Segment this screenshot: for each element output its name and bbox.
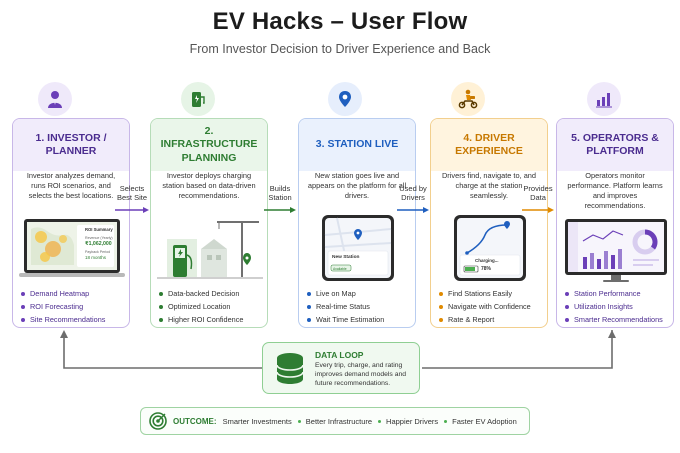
- arrow-right-icon: [522, 206, 554, 213]
- stage-description: Operators monitor performance. Platform …: [567, 171, 663, 210]
- connector-label: Builds Station: [268, 184, 292, 203]
- list-item: Rate & Report: [439, 315, 539, 324]
- stage-title: 3. STATION LIVE: [299, 119, 415, 171]
- stage-description: Investor analyzes demand, runs ROI scena…: [26, 171, 116, 200]
- connector-selects-site: Selects Best Site: [112, 184, 152, 216]
- charging-status: Charging...: [475, 258, 499, 263]
- list-item: Data-backed Decision: [159, 289, 259, 298]
- list-item: Real-time Status: [307, 302, 407, 311]
- revenue-label: Revenue (Yearly): [85, 236, 113, 240]
- connector-label: Used by Drivers: [399, 184, 427, 203]
- stage-card-operators: 5. OPERATORS & PLATFORM Operators monito…: [556, 118, 674, 328]
- stage-card-investor: 1. INVESTOR / PLANNER Investor analyzes …: [12, 118, 130, 328]
- data-loop-title: DATA LOOP: [315, 350, 364, 360]
- stage-features: Find Stations Easily Navigate with Confi…: [431, 283, 547, 324]
- stage-features: Station Performance Utilization Insights…: [557, 283, 673, 324]
- dashboard-monitor-illustration: [563, 215, 667, 283]
- list-item: Smarter Recommendations: [565, 315, 665, 324]
- list-item: Station Performance: [565, 289, 665, 298]
- connector-label: Provides Data: [523, 184, 553, 203]
- connector-builds-station: Builds Station: [262, 184, 298, 216]
- arrow-right-icon: [264, 206, 296, 213]
- battery-level: 78%: [481, 266, 492, 272]
- connector-provides-data: Provides Data: [520, 184, 556, 216]
- connector-label: Selects Best Site: [116, 184, 147, 203]
- stage-title: 2. INFRASTRUCTURE PLANNING: [151, 119, 267, 171]
- list-item: Site Recommendations: [21, 315, 121, 324]
- stage-title: 4. DRIVER EXPERIENCE: [431, 119, 547, 171]
- stage-description: Drivers find, navigate to, and charge at…: [441, 171, 537, 200]
- scooter-rider-icon: [451, 82, 485, 116]
- available-badge: Available: [333, 266, 347, 271]
- list-item: Optimized Location: [159, 302, 259, 311]
- list-item: ROI Forecasting: [21, 302, 121, 311]
- stage-features: Live on Map Real-time Status Wait Time E…: [299, 283, 415, 324]
- data-loop-text: Every trip, charge, and rating improves …: [315, 362, 407, 387]
- arrow-right-icon: [397, 206, 429, 213]
- list-item: Wait Time Estimation: [307, 315, 407, 324]
- new-station-label: New Station: [332, 255, 360, 260]
- target-icon: [149, 412, 167, 430]
- database-icon: [276, 353, 304, 384]
- list-item: Utilization Insights: [565, 302, 665, 311]
- stage-title: 5. OPERATORS & PLATFORM: [557, 119, 673, 171]
- laptop-heatmap-illustration: ROI Summary Revenue (Yearly) ₹1,062,000 …: [19, 215, 125, 283]
- outcome-item: Better Infrastructure: [297, 417, 372, 426]
- stage-title: 1. INVESTOR / PLANNER: [13, 119, 129, 171]
- ev-charger-icon: [181, 82, 215, 116]
- data-loop-box: DATA LOOP Every trip, charge, and rating…: [262, 342, 420, 394]
- map-pin-icon: [328, 82, 362, 116]
- bar-chart-icon: [587, 82, 621, 116]
- stage-description: New station goes live and appears on the…: [307, 171, 407, 200]
- outcome-item: Faster EV Adoption: [444, 417, 517, 426]
- page-subtitle: From Investor Decision to Driver Experie…: [189, 42, 491, 56]
- stage-card-infrastructure: 2. INFRASTRUCTURE PLANNING Investor depl…: [150, 118, 268, 328]
- list-item: Navigate with Confidence: [439, 302, 539, 311]
- person-icon: [38, 82, 72, 116]
- stage-features: Data-backed Decision Optimized Location …: [151, 283, 267, 324]
- roi-summary-title: ROI Summary: [85, 227, 113, 232]
- outcome-label: OUTCOME:: [173, 416, 217, 426]
- arrow-right-icon: [115, 206, 149, 213]
- list-item: Demand Heatmap: [21, 289, 121, 298]
- outcome-bar: OUTCOME: Smarter Investments Better Infr…: [140, 407, 530, 435]
- list-item: Find Stations Easily: [439, 289, 539, 298]
- connector-used-by-drivers: Used by Drivers: [395, 184, 431, 216]
- page-title: EV Hacks – User Flow: [212, 8, 468, 35]
- payback-label: Payback Period: [85, 250, 111, 254]
- revenue-value: ₹1,062,000: [85, 241, 112, 247]
- stage-card-station-live: 3. STATION LIVE New station goes live an…: [298, 118, 416, 328]
- charger-construction-illustration: [157, 215, 263, 283]
- phone-map-illustration: New Station Available: [305, 215, 409, 283]
- list-item: Live on Map: [307, 289, 407, 298]
- payback-value: 18 months: [85, 255, 107, 260]
- list-item: Higher ROI Confidence: [159, 315, 259, 324]
- stage-card-driver: 4. DRIVER EXPERIENCE Drivers find, navig…: [430, 118, 548, 328]
- stage-features: Demand Heatmap ROI Forecasting Site Reco…: [13, 283, 129, 324]
- stage-description: Investor deploys charging station based …: [162, 171, 256, 200]
- phone-charging-illustration: Charging... 78%: [437, 215, 541, 283]
- outcome-item: Smarter Investments: [222, 416, 292, 426]
- outcome-item: Happier Drivers: [378, 417, 438, 426]
